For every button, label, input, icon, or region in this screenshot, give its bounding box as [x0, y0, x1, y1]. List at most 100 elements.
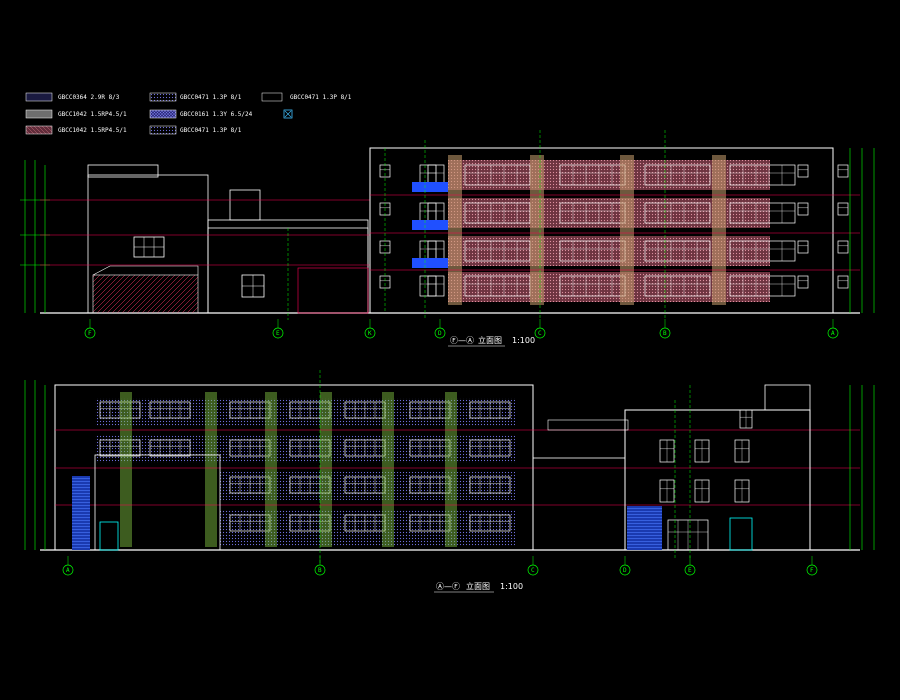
axis-bubble-icon: E — [684, 556, 696, 576]
svg-text:C: C — [531, 567, 535, 574]
legend-item-2: GBCC0471 1.3P 8/1 — [149, 92, 242, 102]
window — [644, 275, 711, 297]
window — [797, 275, 809, 289]
window — [229, 439, 271, 457]
window — [379, 240, 391, 254]
column-strip — [382, 392, 394, 547]
window — [739, 409, 753, 429]
drawing-title-bottom: Ⓐ—Ⓕ 立面图 1:100 — [434, 581, 523, 593]
window — [409, 401, 451, 419]
axes-label: Ⓐ—Ⓕ — [436, 582, 460, 591]
window — [659, 439, 675, 463]
window — [734, 479, 750, 503]
window — [469, 439, 511, 457]
window — [797, 202, 809, 216]
column-strip — [445, 392, 457, 547]
axis-bubble-icon: C — [527, 556, 539, 576]
window — [837, 202, 849, 216]
window — [694, 439, 710, 463]
legend-item-5: GBCC0161 1.3Y 6.5/24 — [149, 109, 253, 119]
drawing-title-top: Ⓕ—Ⓐ 立面图 1:100 — [448, 335, 535, 347]
svg-text:K: K — [368, 330, 372, 337]
window — [729, 275, 796, 297]
window — [659, 479, 675, 503]
axis-bubble-icon: E — [272, 319, 284, 339]
svg-text:A: A — [66, 567, 70, 574]
window — [644, 202, 711, 224]
window — [644, 240, 711, 262]
axis-bubbles-bottom: A B C D E F — [62, 556, 818, 576]
window-grid-bottom — [99, 401, 511, 532]
column-strip — [530, 155, 544, 305]
legend-code: GBCC0161 1.3Y 6.5/24 — [180, 111, 253, 118]
window — [149, 439, 191, 457]
column-strip — [265, 392, 277, 547]
axis-bubble-icon: B — [659, 319, 671, 339]
window — [729, 164, 796, 186]
svg-text:F: F — [810, 567, 814, 574]
legend-item-7: GBCC1042 1.5RP4.5/1 — [25, 125, 127, 135]
window — [344, 514, 386, 532]
axis-bubble-icon: F — [806, 556, 818, 576]
svg-text:E: E — [688, 567, 692, 574]
window — [344, 401, 386, 419]
axes-label: Ⓕ—Ⓐ — [450, 336, 474, 345]
window-grid-right — [659, 409, 753, 551]
column-strip — [120, 392, 132, 547]
drawing-scale: 1:100 — [512, 336, 535, 345]
window — [289, 439, 331, 457]
axis-bubble-icon: F — [84, 319, 96, 339]
column-strips-top — [448, 155, 726, 305]
legend: GBCC0364 2.9R 8/3 GBCC0471 1.3P 8/1 GBCC… — [25, 92, 352, 135]
axis-bubble-icon: D — [619, 556, 631, 576]
window — [149, 401, 191, 419]
window — [469, 476, 511, 494]
drawing-title: 立面图 — [466, 581, 490, 591]
svg-text:E: E — [276, 330, 280, 337]
drawing-scale: 1:100 — [500, 582, 523, 591]
window — [837, 164, 849, 178]
column-strip — [320, 392, 332, 547]
window — [644, 164, 711, 186]
window — [289, 401, 331, 419]
legend-code: GBCC0471 1.3P 8/1 — [290, 94, 352, 101]
svg-text:F: F — [88, 330, 92, 337]
legend-item-6 — [283, 109, 293, 119]
window — [797, 240, 809, 254]
column-strips-bottom — [120, 392, 457, 547]
window — [837, 240, 849, 254]
window — [99, 439, 141, 457]
window — [729, 240, 796, 262]
window — [344, 439, 386, 457]
svg-text:B: B — [663, 330, 667, 337]
window — [427, 275, 445, 297]
svg-text:B: B — [318, 567, 322, 574]
axis-bubble-icon: K — [364, 319, 376, 339]
window — [409, 439, 451, 457]
window — [734, 439, 750, 463]
window — [229, 401, 271, 419]
svg-text:D: D — [623, 567, 627, 574]
legend-item-4: GBCC1042 1.5RP4.5/1 — [25, 109, 127, 119]
axis-bubble-icon: B — [314, 556, 326, 576]
legend-item-1: GBCC0364 2.9R 8/3 — [25, 92, 120, 102]
svg-text:D: D — [438, 330, 442, 337]
window — [229, 476, 271, 494]
window — [837, 275, 849, 289]
window — [99, 401, 141, 419]
svg-text:A: A — [831, 330, 835, 337]
legend-code: GBCC0471 1.3P 8/1 — [180, 94, 242, 101]
axis-bubble-icon: D — [434, 319, 446, 339]
column-strip — [620, 155, 634, 305]
legend-code: GBCC0471 1.3P 8/1 — [180, 127, 242, 134]
legend-code: GBCC1042 1.5RP4.5/1 — [58, 127, 127, 134]
drawing-title: 立面图 — [478, 335, 502, 345]
legend-item-8: GBCC0471 1.3P 8/1 — [149, 125, 242, 135]
window — [409, 476, 451, 494]
column-strip — [448, 155, 462, 305]
window — [469, 514, 511, 532]
column-strip — [712, 155, 726, 305]
legend-item-3: GBCC0471 1.3P 8/1 — [261, 92, 352, 102]
